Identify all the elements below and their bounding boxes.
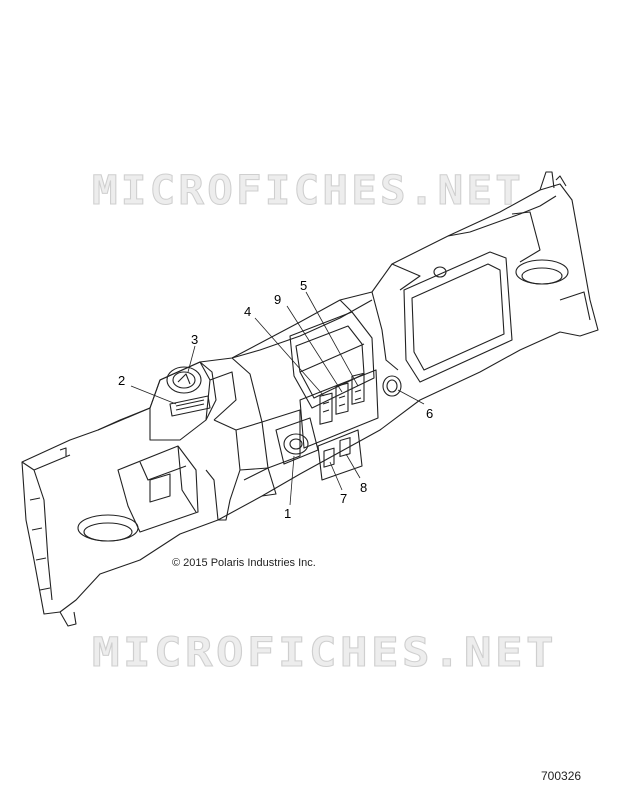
callout-8: 8 [360,480,367,495]
watermark-top: MICROFICHES.NET [92,168,524,214]
leader-7 [329,461,343,491]
callout-7: 7 [340,491,347,506]
leader-4 [254,317,325,397]
leader-2 [130,385,177,405]
leader-6 [397,389,425,405]
leader-3 [187,345,196,373]
callout-5: 5 [300,278,307,293]
leader-5 [305,291,359,387]
callout-9: 9 [274,292,281,307]
callout-2: 2 [118,373,125,388]
copyright-text: © 2015 Polaris Industries Inc. [172,557,316,569]
leader-9 [286,305,343,393]
callout-3: 3 [191,332,198,347]
leader-1 [289,455,295,506]
leader-8 [345,453,361,479]
dashboard-drawing [21,171,599,627]
callout-4: 4 [244,304,251,319]
document-number: 700326 [541,769,581,783]
watermark-bottom: MICROFICHES.NET [92,630,557,676]
callout-6: 6 [426,406,433,421]
callout-1: 1 [284,506,291,521]
leader-lines [130,291,425,506]
